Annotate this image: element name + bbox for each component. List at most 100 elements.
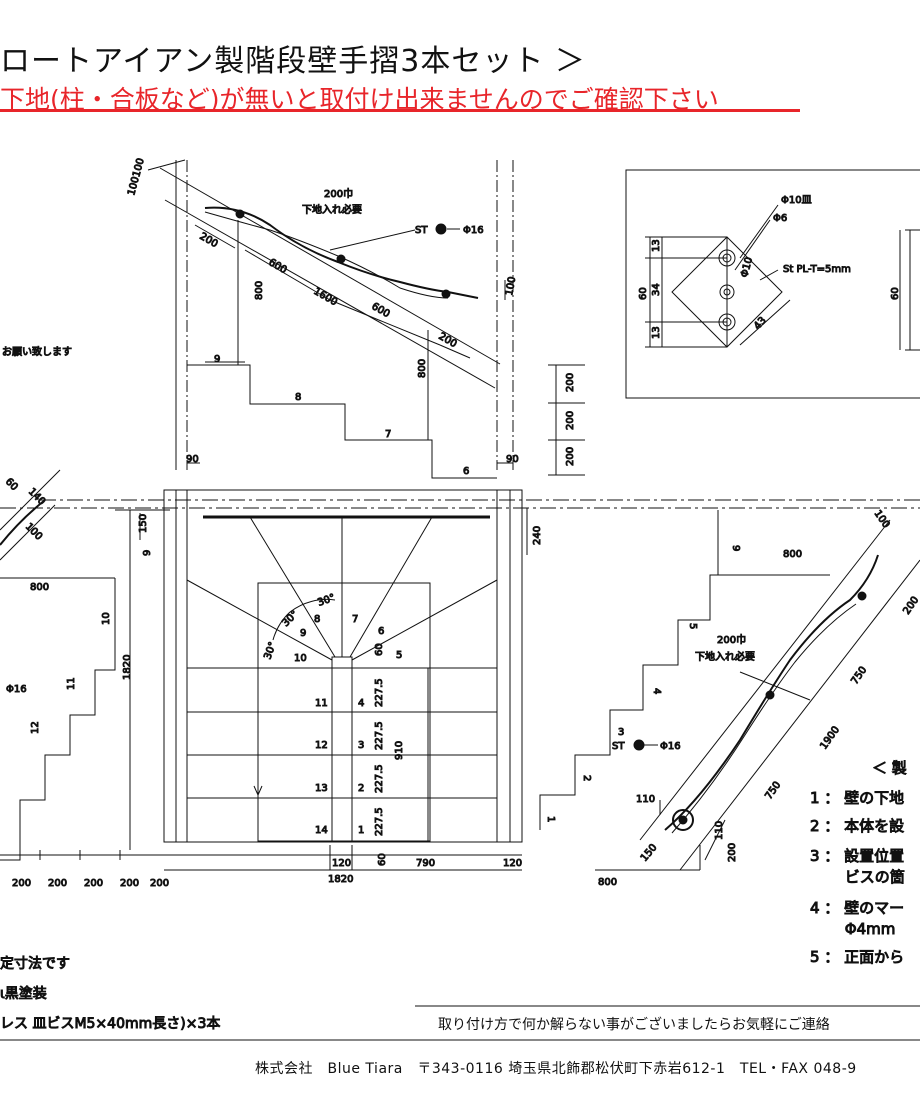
right-dim-750-b: 750 bbox=[763, 780, 783, 802]
note-line-1: 定寸法です bbox=[0, 956, 70, 972]
right-section bbox=[539, 510, 920, 871]
upper-backing-note: 下地入れ必要 bbox=[302, 203, 362, 216]
plan-angle-c: 30° bbox=[262, 641, 278, 661]
left-bottom-200-b: 200 bbox=[48, 878, 67, 889]
bracket-detail bbox=[625, 169, 920, 399]
plan-step-14: 14 bbox=[315, 825, 328, 836]
left-dim-100: 100 bbox=[23, 521, 44, 542]
right-step-1: 1 bbox=[545, 816, 556, 822]
bracket-dim-13-top: 13 bbox=[651, 239, 662, 252]
right-dim-100: 100 bbox=[872, 508, 892, 530]
stack-200-c: 200 bbox=[565, 447, 576, 466]
right-dim-800-top: 800 bbox=[783, 549, 802, 560]
bracket-plate: St PL-T=5mm bbox=[783, 264, 851, 275]
plan-step-6: 6 bbox=[378, 626, 384, 637]
bracket-dim-43: 43 bbox=[752, 315, 769, 332]
contact-text: 取り付け方で何か解らない事がございましたらお気軽にご連絡 bbox=[438, 1017, 830, 1033]
right-dim-800-bottom: 800 bbox=[598, 877, 617, 888]
dim-200-right: 200 bbox=[437, 331, 459, 350]
plan-dim-1820-h: 1820 bbox=[328, 874, 353, 885]
right-backing-note: 下地入れ必要 bbox=[695, 650, 755, 663]
left-request-text: お願い致します bbox=[2, 345, 72, 358]
upper-step-6: 6 bbox=[463, 466, 469, 477]
dim-800-right: 800 bbox=[417, 359, 428, 378]
dim-100-100: 100100 bbox=[126, 157, 147, 197]
bracket-dim-13-bottom: 13 bbox=[651, 326, 662, 339]
bracket-dim-60-b: 60 bbox=[890, 287, 901, 300]
upper-st-label: ST bbox=[415, 225, 428, 236]
dim-1600: 1600 bbox=[312, 286, 340, 308]
left-dim-60: 60 bbox=[3, 476, 20, 493]
plan-step-12: 12 bbox=[315, 740, 328, 751]
plan-dim-120-a: 120 bbox=[332, 858, 351, 869]
right-step-2: 2 bbox=[581, 775, 592, 781]
right-dim-150: 150 bbox=[639, 842, 660, 864]
upper-detail bbox=[147, 159, 585, 479]
right-step-9: 9 bbox=[730, 545, 741, 551]
warning-underline bbox=[0, 109, 800, 112]
plan-step-3: 3 bbox=[358, 740, 364, 751]
dim-800-left: 800 bbox=[254, 281, 265, 300]
plan-tread-b: 227.5 bbox=[374, 721, 385, 750]
right-dim-200-b: 200 bbox=[727, 843, 738, 862]
right-backing-width: 200巾 bbox=[717, 633, 746, 646]
plan-step-5: 5 bbox=[396, 650, 402, 661]
right-dim-200: 200 bbox=[901, 595, 920, 617]
plan-step-8: 8 bbox=[314, 614, 320, 625]
plan-step-10: 10 bbox=[294, 653, 307, 664]
left-step-10: 10 bbox=[101, 612, 112, 625]
right-step-4: 4 bbox=[651, 688, 662, 694]
plan-dim-910: 910 bbox=[394, 741, 405, 760]
procedure-item-4: 4 ： 壁のマー bbox=[810, 899, 904, 917]
upper-st-dia: Φ16 bbox=[463, 225, 484, 236]
procedure-item-5: 5 ： 正面から bbox=[810, 948, 904, 966]
left-dim-800: 800 bbox=[30, 582, 49, 593]
plan-angle-a: 30° bbox=[316, 592, 336, 608]
plan-dim-790: 790 bbox=[416, 858, 435, 869]
plan-dim-60-bottom: 60 bbox=[377, 853, 388, 866]
upper-step-9: 9 bbox=[214, 354, 220, 365]
procedure-item-4b: Φ4mm bbox=[810, 920, 895, 938]
right-dim-750-a: 750 bbox=[849, 665, 869, 687]
plan-dim-150: 150 bbox=[138, 514, 149, 533]
plan-dim-60-top: 60 bbox=[374, 643, 385, 656]
plan-step-1: 1 bbox=[358, 825, 364, 836]
right-st-dia: Φ16 bbox=[660, 741, 681, 752]
plan-tread-c: 227.5 bbox=[374, 764, 385, 793]
right-st-label: ST bbox=[612, 741, 625, 752]
procedure-heading: ＜ 製 bbox=[872, 759, 907, 777]
procedure-item-3: 3 ： 設置位置 bbox=[810, 847, 904, 865]
plan-step-9: 9 bbox=[300, 628, 306, 639]
note-line-2: ι黒塗装 bbox=[0, 985, 47, 1002]
right-dim-110-b: 110 bbox=[714, 821, 725, 840]
upper-step-8: 8 bbox=[295, 392, 301, 403]
procedure-item-2: 2 ： 本体を設 bbox=[810, 817, 904, 835]
left-bottom-200-e: 200 bbox=[150, 878, 169, 889]
right-step-3: 3 bbox=[618, 727, 624, 738]
company-info: 株式会社 Blue Tiara 〒343-0116 埼玉県北飾郡松伏町下赤岩61… bbox=[255, 1061, 857, 1077]
right-step-5: 5 bbox=[687, 623, 698, 629]
plan-step-4: 4 bbox=[358, 698, 364, 709]
dim-200-left: 200 bbox=[198, 231, 220, 250]
plan-step-11: 11 bbox=[315, 698, 328, 709]
upper-step-7: 7 bbox=[385, 429, 391, 440]
bracket-dim-60: 60 bbox=[638, 287, 649, 300]
note-line-3: レス 皿ビスM5×40mm長さ)×3本 bbox=[0, 1016, 220, 1032]
upper-backing-width: 200巾 bbox=[324, 187, 353, 200]
left-step-12: 12 bbox=[30, 721, 41, 734]
dim-90-a: 90 bbox=[186, 454, 199, 465]
procedure-item-3b: ビスの箇 bbox=[810, 868, 905, 886]
procedure-item-1: 1 ： 壁の下地 bbox=[810, 789, 904, 807]
plan-view bbox=[0, 489, 920, 871]
bracket-hole: Φ6 bbox=[773, 213, 787, 224]
dim-100-right: 100 bbox=[504, 276, 518, 297]
right-dim-1900: 1900 bbox=[818, 725, 842, 752]
plan-dim-1820-v: 1820 bbox=[122, 655, 133, 680]
plan-step-2: 2 bbox=[358, 783, 364, 794]
left-bottom-200-c: 200 bbox=[84, 878, 103, 889]
plan-tread-d: 227.5 bbox=[374, 807, 385, 836]
plan-dim-240: 240 bbox=[532, 526, 543, 545]
plan-tread-a: 227.5 bbox=[374, 678, 385, 707]
left-section bbox=[0, 469, 175, 861]
plan-step-13: 13 bbox=[315, 783, 328, 794]
